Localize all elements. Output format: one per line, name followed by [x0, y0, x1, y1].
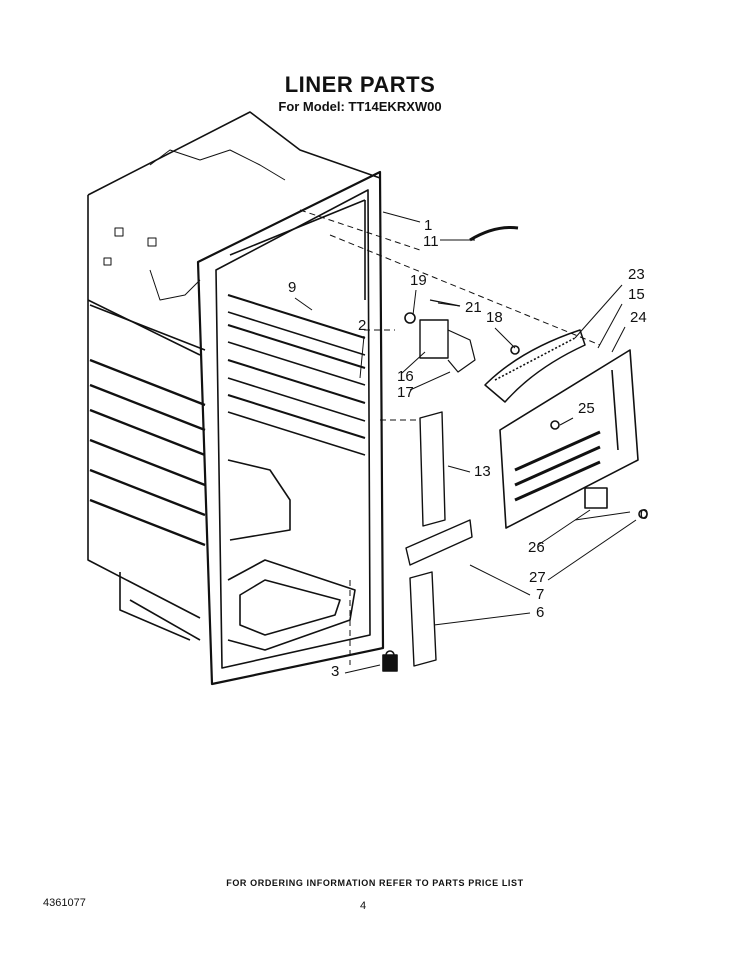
callout-label: 26: [528, 539, 545, 556]
duct-cover: [409, 571, 437, 667]
air-duct: [419, 411, 446, 527]
document-number: 4361077: [43, 897, 86, 909]
callout-label: 11: [423, 233, 439, 250]
callout-label: 13: [474, 463, 491, 480]
page-number: 4: [360, 900, 367, 912]
liner-front-frame: [196, 170, 385, 686]
callout-label: 23: [628, 266, 645, 283]
callout-label: 0: [640, 506, 648, 523]
callout-label: 2: [358, 317, 366, 334]
callout-label: 25: [578, 400, 595, 417]
callout-label: 7: [536, 586, 544, 603]
callout-label: 19: [410, 272, 427, 289]
callout-label: 15: [628, 286, 645, 303]
callout-label: 18: [486, 309, 503, 326]
wire-harness: [469, 226, 519, 242]
model-subtitle: For Model: TT14EKRXW00: [278, 99, 442, 114]
callout-label: 17: [397, 384, 414, 401]
callout-label: 6: [536, 604, 544, 621]
light-shield: [484, 329, 586, 403]
callout-label: 3: [331, 663, 339, 680]
callout-label: 27: [529, 569, 546, 586]
callout-label: 9: [288, 279, 296, 296]
drain-fitting: [382, 650, 398, 672]
cabinet-liner: [87, 111, 381, 641]
callout-label: 21: [465, 299, 482, 316]
callout-label: 16: [397, 368, 414, 385]
baffle: [405, 519, 473, 566]
control-panel: [499, 349, 639, 529]
light-socket-assembly: [404, 299, 520, 373]
callout-label: 24: [630, 309, 647, 326]
page-title: LINER PARTS: [284, 72, 436, 97]
ordering-note: FOR ORDERING INFORMATION REFER TO PARTS …: [226, 878, 524, 888]
screw-part: [638, 509, 648, 519]
callout-label: 1: [424, 217, 432, 234]
leader-lines: [299, 209, 601, 665]
